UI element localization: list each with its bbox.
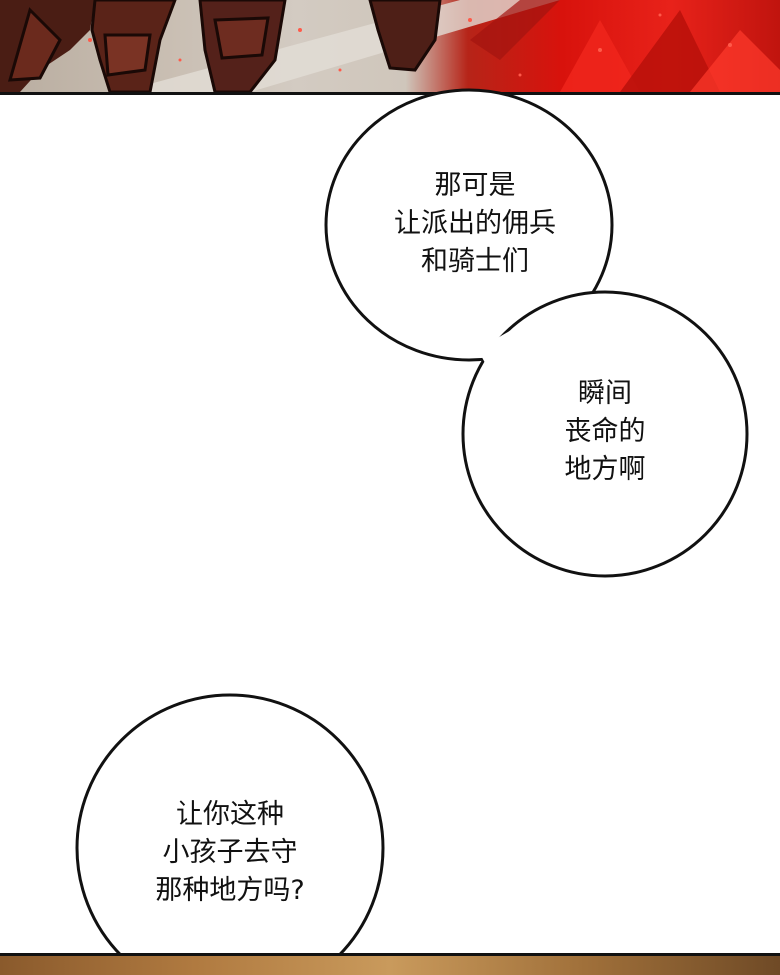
armored-figures-art [0,0,780,92]
speech-text-1: 那可是 让派出的佣兵 和骑士们 [394,170,556,277]
speech-text-3: 让你这种 小孩子去守 那种地方吗? [155,799,305,906]
speech-bubble-pair [324,88,749,578]
speech-text-2: 瞬间 丧命的 地方啊 [564,378,646,485]
top-comic-panel [0,0,780,95]
bottom-comic-panel [0,953,780,975]
speech-bubble-bottom [75,693,385,972]
